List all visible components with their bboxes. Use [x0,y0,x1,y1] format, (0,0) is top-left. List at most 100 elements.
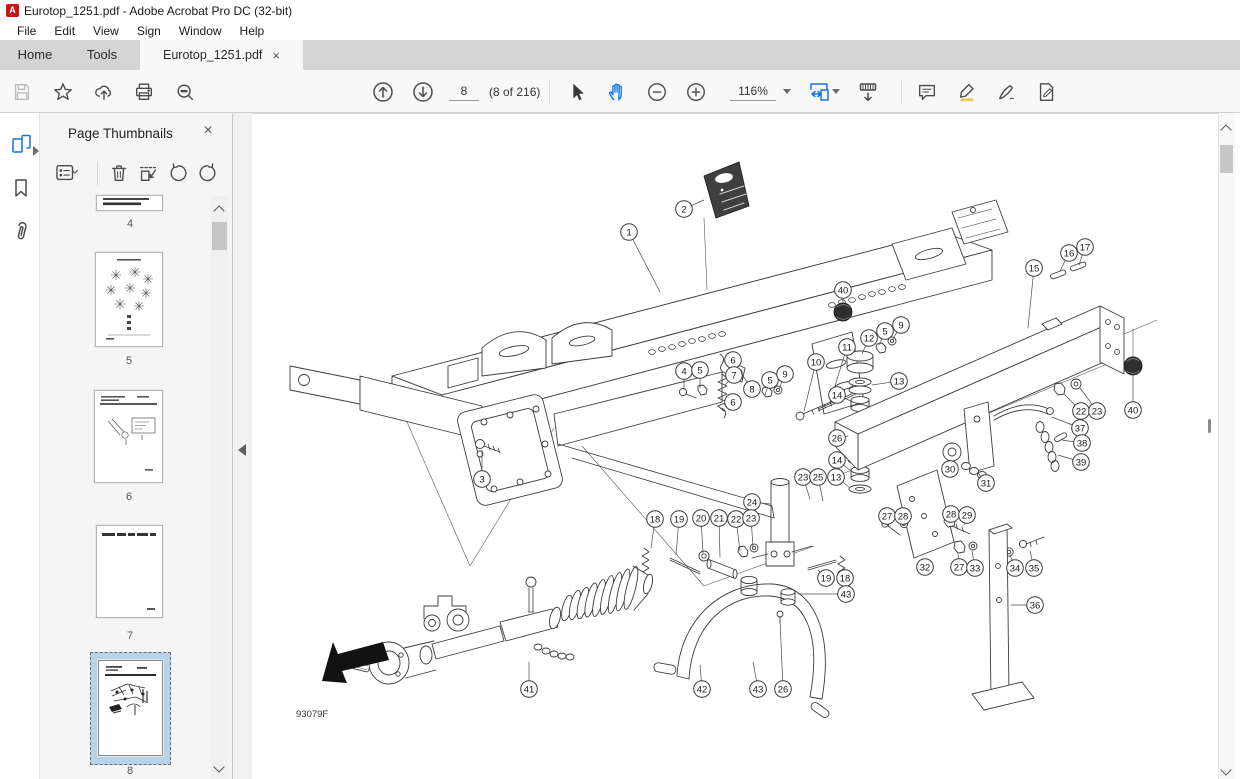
thumbnail-options-button[interactable] [54,160,80,186]
svg-text:40: 40 [1128,405,1139,416]
save-button[interactable] [9,79,35,105]
thumbnail-label: 8 [126,765,134,777]
panel-close-button[interactable]: × [203,122,213,139]
thumbnail-page-7[interactable] [96,525,163,618]
tab-home[interactable]: Home [17,47,53,62]
svg-text:24: 24 [747,497,758,508]
delete-pages-button[interactable] [106,160,132,186]
share-upload-button[interactable] [91,79,117,105]
part-callout: 14 [828,386,846,404]
menu-bar: File Edit View Sign Window Help [0,22,1240,40]
thumbnail-page-4[interactable] [96,195,163,211]
rotate-cw-icon [199,163,216,182]
print-button[interactable] [131,79,157,105]
svg-text:9: 9 [898,320,903,331]
svg-text:35: 35 [1029,563,1040,574]
request-esign-button[interactable] [1034,79,1060,105]
pivot-tube-24 [751,478,813,567]
part-callout: 4 [675,362,693,380]
thumbnails-scrollbar[interactable] [211,196,228,779]
svg-text:18: 18 [650,514,661,525]
rotate-clockwise-button[interactable] [195,160,221,186]
fit-width-caret-icon[interactable] [832,89,840,94]
thumbnails-scrollbar-thumb[interactable] [212,222,227,250]
previous-page-button[interactable] [370,79,396,105]
favorite-star-button[interactable] [50,79,76,105]
svg-text:12: 12 [864,333,875,344]
tab-document[interactable]: Eurotop_1251.pdf × [140,40,303,70]
thumbnail-label: 7 [126,630,134,642]
part-callout: 22 [727,510,745,528]
menu-help[interactable]: Help [239,24,265,38]
page-number-input[interactable] [449,81,479,101]
svg-text:27: 27 [954,562,965,573]
svg-text:23: 23 [1092,406,1103,417]
menu-sign[interactable]: Sign [136,24,161,38]
svg-text:33: 33 [970,563,981,574]
rail-page-thumbnails-button[interactable] [9,132,33,156]
svg-text:5: 5 [882,326,887,337]
zoom-caret-icon[interactable] [783,89,791,94]
comment-button[interactable] [914,79,940,105]
svg-text:34: 34 [1010,563,1021,574]
exploded-parts-diagram: 93079F 123456786591011125913142614132325… [289,161,1158,720]
part-callout: 6 [724,393,742,411]
svg-text:28: 28 [946,509,957,520]
part-callout: 2 [675,200,693,218]
resize-pages-button[interactable] [135,160,161,186]
tab-tools[interactable]: Tools [86,47,118,62]
thumbnail-page-5[interactable] [95,252,163,347]
select-tool-button[interactable] [564,79,590,105]
hand-tool-button[interactable] [604,79,630,105]
svg-text:4: 4 [681,366,686,377]
menu-edit[interactable]: Edit [54,24,76,38]
page-5-sketch [106,259,153,340]
part-callout: 23 [742,509,760,527]
page-4-sketch [103,198,149,206]
page-count-label: (8 of 216) [489,85,541,99]
part-callout: 5 [761,371,779,389]
panel-splitter[interactable] [233,113,252,779]
page-display-button[interactable] [855,79,881,105]
thumbnail-label: 4 [126,218,134,230]
svg-text:30: 30 [945,464,956,475]
menu-window[interactable]: Window [178,24,222,38]
part-callout: 25 [809,468,827,486]
crop-pages-icon [139,166,157,182]
main-toolbar [0,70,1240,113]
part-callout: 7 [725,366,743,384]
part-callout: 34 [1006,559,1024,577]
svg-text:23: 23 [746,513,757,524]
svg-text:25: 25 [813,472,824,483]
collapse-panel-icon[interactable] [238,444,246,456]
rotate-counterclockwise-button[interactable] [165,160,191,186]
part-callout: 40 [1124,401,1142,419]
next-page-button[interactable] [410,79,436,105]
rail-bookmarks-button[interactable] [9,176,33,200]
document-scrollbar-thumb[interactable] [1220,145,1233,173]
svg-text:1: 1 [626,227,631,238]
fill-sign-button[interactable] [994,79,1020,105]
save-icon [14,83,30,101]
right-panel-handle[interactable] [1208,419,1211,433]
rail-attachments-button[interactable] [9,220,33,244]
zoom-in-button[interactable] [683,79,709,105]
part-callout: 36 [1026,596,1044,614]
thumbnail-page-8[interactable] [98,660,163,756]
search-button[interactable] [172,79,198,105]
highlight-button[interactable] [954,79,980,105]
menu-view[interactable]: View [93,24,119,38]
zoom-out-button[interactable] [644,79,670,105]
thumbnail-page-6[interactable] [94,390,163,483]
bolt-item3 [475,439,501,454]
part-callout: 16 [1060,244,1078,262]
zoom-level-control[interactable]: 116% [730,81,776,101]
document-scrollbar[interactable] [1218,113,1235,779]
scrolling-pages-icon [859,83,877,102]
svg-text:18: 18 [840,573,851,584]
svg-text:2: 2 [681,204,686,215]
close-tab-icon[interactable]: × [272,47,280,63]
menu-file[interactable]: File [17,24,37,38]
fit-width-button[interactable] [806,79,832,105]
